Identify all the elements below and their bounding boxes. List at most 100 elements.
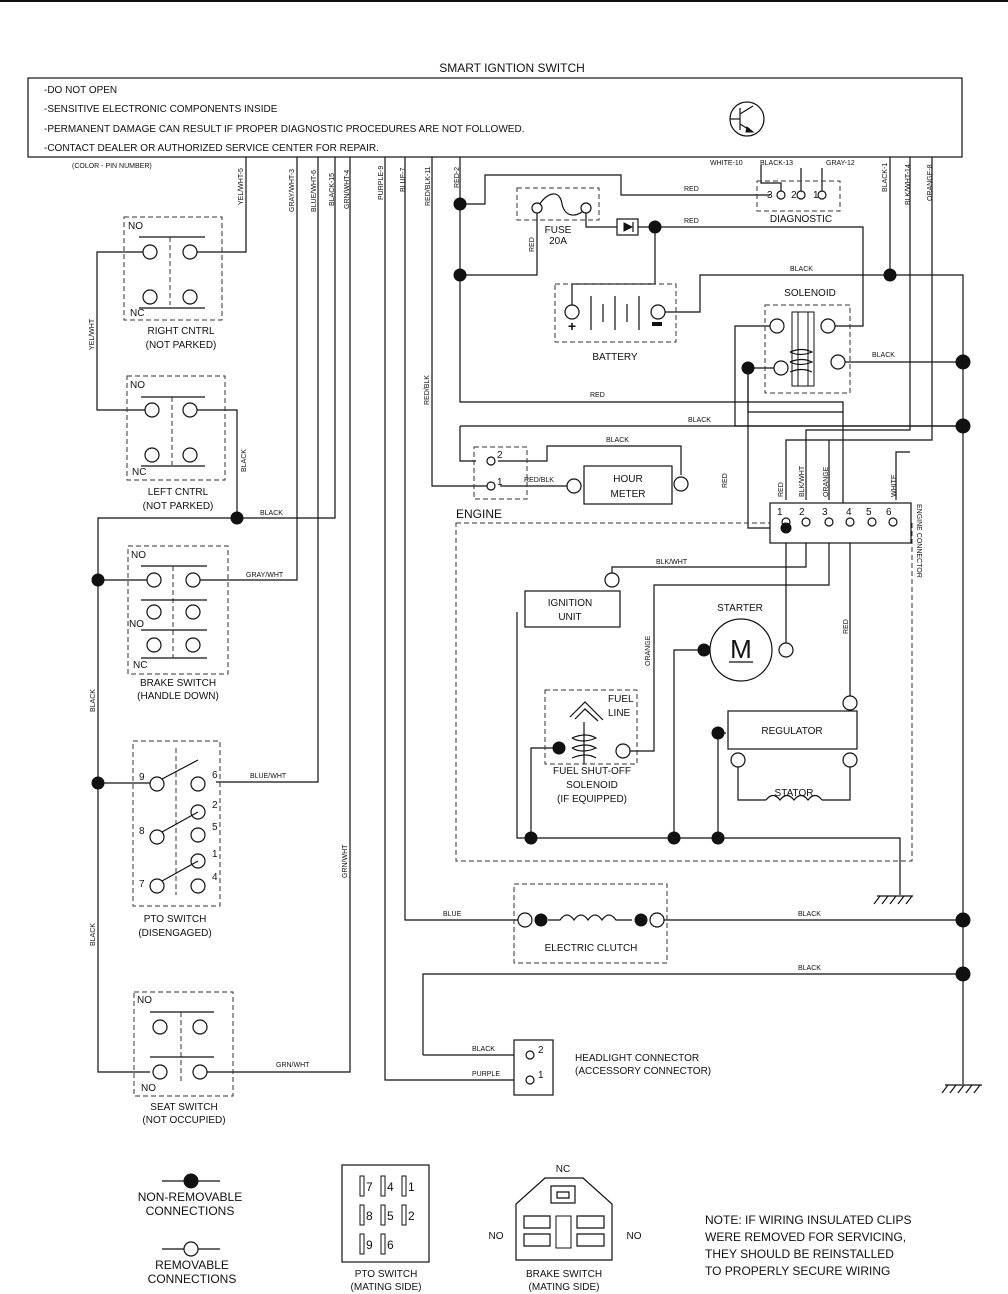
svg-text:HEADLIGHT CONNECTOR: HEADLIGHT CONNECTOR (575, 1053, 699, 1064)
hour-meter-label: HOUR (613, 474, 642, 485)
pin-label: GRAY-12 (826, 160, 855, 167)
wire-label: PURPLE (472, 1071, 500, 1078)
svg-text:1: 1 (538, 1070, 544, 1081)
wire-label: BLACK (798, 911, 821, 918)
switch-sublabel: (NOT PARKED) (143, 501, 214, 512)
wire-label: BLACK (798, 965, 821, 972)
svg-text:BRAKE SWITCH: BRAKE SWITCH (526, 1269, 602, 1280)
svg-text:1: 1 (777, 507, 783, 518)
svg-text:2: 2 (538, 1045, 544, 1056)
minus-icon (652, 322, 662, 326)
note: NOTE: IF WIRING INSULATED CLIPS WERE REM… (705, 1213, 911, 1278)
svg-text:(MATING SIDE): (MATING SIDE) (351, 1282, 422, 1293)
transistor-icon (729, 101, 765, 137)
nc-label: NC (132, 467, 146, 478)
wire-label: BLK/WHT (799, 465, 806, 497)
color-pin-label: (COLOR - PIN NUMBER) (72, 163, 152, 170)
no-label: NO (129, 619, 144, 630)
svg-text:(ACCESSORY CONNECTOR): (ACCESSORY CONNECTOR) (575, 1066, 711, 1077)
wire-label: BLACK (606, 437, 629, 444)
svg-text:5: 5 (866, 507, 872, 518)
no-label: NO (131, 550, 146, 561)
svg-text:FUEL: FUEL (608, 694, 634, 705)
switch-sublabel: (HANDLE DOWN) (137, 691, 219, 702)
plus-icon: + (568, 318, 576, 334)
wire-label: BLACK (260, 510, 283, 517)
pin-label: BLUE-7 (400, 167, 407, 192)
svg-text:NC: NC (556, 1164, 570, 1175)
battery-label: BATTERY (592, 352, 638, 363)
warning-line: -SENSITIVE ELECTRONIC COMPONENTS INSIDE (44, 104, 278, 115)
solenoid: SOLENOID (764, 288, 851, 394)
wire-label: BLACK (790, 266, 813, 273)
wire-label: RED (529, 237, 536, 252)
wire-label: GRN/WHT (342, 844, 349, 878)
wire-label: BLK/WHT (656, 559, 688, 566)
svg-text:NON-REMOVABLE: NON-REMOVABLE (138, 1190, 242, 1204)
diode-icon (616, 218, 639, 236)
engine-block: ENGINE 1 2 3 4 5 6 ENGINE CONNECTOR IGNI… (455, 502, 922, 862)
wire-label: RED (684, 186, 699, 193)
wire-label: WHITE (891, 474, 898, 497)
switch-label: PTO SWITCH (144, 914, 207, 925)
svg-text:FUEL SHUT-OFF: FUEL SHUT-OFF (553, 766, 631, 777)
svg-text:2: 2 (408, 1209, 415, 1223)
pin-number: 7 (139, 879, 145, 890)
motor-symbol: M (730, 634, 752, 664)
svg-text:LINE: LINE (608, 708, 631, 719)
svg-text:PTO SWITCH: PTO SWITCH (355, 1269, 418, 1280)
svg-text:1: 1 (813, 190, 819, 201)
svg-text:1: 1 (408, 1180, 415, 1194)
svg-text:IGNITION: IGNITION (548, 598, 592, 609)
switch-sublabel: (NOT PARKED) (146, 340, 217, 351)
wire-label: RED (722, 473, 729, 488)
svg-text:4: 4 (387, 1180, 394, 1194)
wire-label: GRAY/WHT (246, 572, 284, 579)
wire-label: YEL/WHT (89, 318, 96, 350)
stator-label: STATOR (775, 788, 814, 799)
pin-number: 6 (212, 770, 218, 781)
pin-label: BLACK-15 (329, 173, 336, 206)
wire-label: GRN/WHT (276, 1062, 310, 1069)
wire-label: BLACK (90, 923, 97, 946)
svg-text:NO: NO (627, 1231, 642, 1242)
pin-label: RED/BLK-11 (425, 166, 432, 206)
warning-line: -PERMANENT DAMAGE CAN RESULT IF PROPER D… (44, 124, 524, 135)
svg-text:REMOVABLE: REMOVABLE (155, 1258, 229, 1272)
diagnostic-connector: 3 2 1 DIAGNOSTIC (756, 180, 841, 225)
engine-connector-label: ENGINE CONNECTOR (915, 504, 922, 578)
svg-text:WERE REMOVED FOR SERVICING,: WERE REMOVED FOR SERVICING, (705, 1230, 906, 1244)
pin-label: GRAY/WHT-3 (289, 169, 296, 212)
pin-number: 9 (139, 772, 145, 783)
wire-label: BLUE/WHT (250, 773, 287, 780)
svg-text:6: 6 (886, 507, 892, 518)
svg-text:5: 5 (387, 1209, 394, 1223)
pin-label: BLACK-1 (882, 163, 889, 192)
pin-label: RED-2 (454, 167, 461, 188)
svg-text:(IF EQUIPPED): (IF EQUIPPED) (557, 794, 627, 805)
svg-text:UNIT: UNIT (558, 612, 581, 623)
wire-label: ORANGE (645, 635, 652, 666)
no-label: NO (141, 1083, 156, 1094)
pin-number: 5 (212, 822, 218, 833)
pin-label: BLUE/WHT-6 (311, 170, 318, 212)
fuse-label: FUSE (545, 225, 572, 236)
switch-sublabel: (NOT OCCUPIED) (142, 1115, 225, 1126)
ground-icon (873, 895, 913, 905)
svg-text:6: 6 (387, 1238, 394, 1252)
svg-text:3: 3 (822, 507, 828, 518)
removable-dot-icon (183, 1241, 199, 1257)
legend: NON-REMOVABLE CONNECTIONS REMOVABLE CONN… (138, 1173, 242, 1286)
no-label: NO (130, 380, 145, 391)
svg-text:CONNECTIONS: CONNECTIONS (146, 1204, 235, 1218)
wire-label: BLACK (241, 449, 248, 472)
hour-meter: 2 1 HOUR METER (473, 446, 689, 505)
brake-mating-diagram: NC NO NO BRAKE SWITCH (MATING SIDE) (489, 1164, 642, 1293)
wire-label: ORANGE (823, 466, 830, 497)
pin-number: 4 (212, 872, 218, 883)
regulator-label: REGULATOR (761, 726, 822, 737)
engine-label: ENGINE (456, 507, 502, 521)
switch-label: BRAKE SWITCH (140, 678, 216, 689)
pin-number: 8 (139, 826, 145, 837)
svg-text:(MATING SIDE): (MATING SIDE) (529, 1282, 600, 1293)
